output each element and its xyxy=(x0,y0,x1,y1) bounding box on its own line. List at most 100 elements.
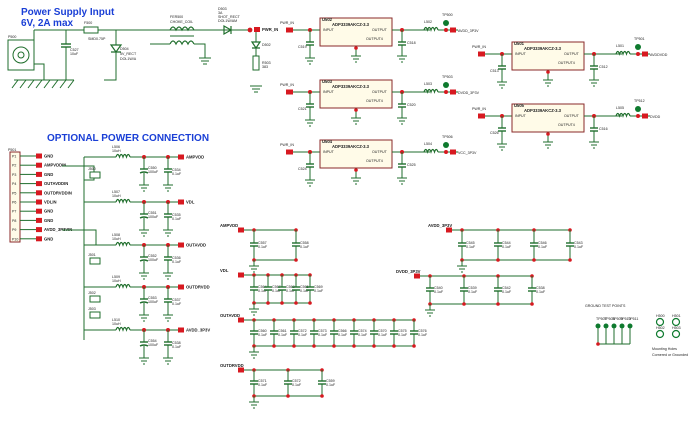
r503-resistor xyxy=(252,55,260,71)
bank-gnd-node xyxy=(496,302,500,306)
reg-in-net: PWR_IN xyxy=(280,83,294,87)
opt-bulk-ground xyxy=(139,229,149,237)
reg-tp-node xyxy=(444,150,448,154)
jumper xyxy=(89,257,101,265)
r503-value: 383 xyxy=(262,65,268,69)
reg-gnd-node xyxy=(354,168,358,172)
opt-bulk-value: 100uF xyxy=(148,170,159,174)
reg-pin-out: OUTPUT xyxy=(372,28,388,32)
reg-inductor-ref: L501 xyxy=(616,44,624,48)
reg-test-point xyxy=(443,20,449,26)
jumper-ref: J500 xyxy=(88,167,96,171)
opt-cer-ground xyxy=(163,184,173,192)
bank-cap-ref: C561 xyxy=(278,329,287,333)
bank-cap-value: 0.1uF xyxy=(536,290,546,294)
opt-bulk-cap-plate-b xyxy=(139,259,149,262)
bank-gnd-node xyxy=(568,258,572,262)
bank-flag xyxy=(414,273,420,279)
reg-ref: U505 xyxy=(514,103,525,108)
bank-cap-ref: C572 xyxy=(292,379,301,383)
opt-inductor-ref: L509 xyxy=(112,275,120,279)
led-ground xyxy=(250,85,262,93)
bank-cap-value: 0.1uF xyxy=(466,245,476,249)
reg-pin-out: OUTPUT xyxy=(564,52,580,56)
opt-out-net: AVDD_3P3V xyxy=(186,328,210,333)
connector-pin-flag xyxy=(36,208,42,214)
reg-cout-ref: C520 xyxy=(407,103,416,107)
reg-part: ADP3339AKCZ-3.3 xyxy=(524,108,562,113)
jack-ref: P500 xyxy=(8,35,16,39)
reg-ref: U503 xyxy=(322,79,333,84)
power-input-spec: 6V, 2A max xyxy=(21,18,74,29)
reg-in-flag xyxy=(286,149,293,155)
bank-ground xyxy=(249,401,259,409)
reg-out-net: VCC_3P3V xyxy=(458,151,477,155)
bank-cap-value: 0.1uF xyxy=(286,289,296,293)
bank-gnd-node xyxy=(392,344,396,348)
bank-cap-ref: C543 xyxy=(574,241,583,245)
fuse-f500 xyxy=(83,26,99,34)
jumper-ref: J503 xyxy=(88,307,96,311)
connector-pin-flag xyxy=(36,162,42,168)
bank-cap-value: 0.1uF xyxy=(258,383,268,387)
mounting-hole-ref: H502 xyxy=(656,326,665,330)
reg-inductor-ref: L504 xyxy=(424,142,432,146)
opt-bulk-value: 100uF xyxy=(148,258,159,262)
d504-type: 5V_RECT xyxy=(120,52,137,56)
opt-cer-value: 0.1uF xyxy=(172,217,182,221)
reg-pin-in: INPUT xyxy=(323,90,335,94)
reg-ref: U501 xyxy=(514,41,525,46)
gtp-ref: TP509 xyxy=(612,317,623,321)
jumper xyxy=(89,295,101,303)
bypass-capacitor-banks: AMPVDDC5570.1uFC5580.1uFVDLC5640.1uFC567… xyxy=(220,223,584,409)
reg-inductor-ref: L505 xyxy=(616,106,624,110)
bank-ground xyxy=(249,308,259,316)
bank-cap-ref: C544 xyxy=(502,241,511,245)
reg-out-net: DVDD xyxy=(650,115,661,119)
reg-inductor xyxy=(615,112,631,118)
opt-inductor-value: 10uH xyxy=(112,149,121,153)
bank-flag xyxy=(238,317,244,323)
bank-ground xyxy=(425,309,435,317)
reg-tp-ref: TP501 xyxy=(634,37,645,41)
opt-inductor xyxy=(115,153,131,159)
connector-pin-number: P2 xyxy=(12,164,16,168)
gtp-note: GROUND TEST POINTS xyxy=(585,304,626,308)
reg-ref: U502 xyxy=(322,17,333,22)
d503-type: SHOT_RECT xyxy=(218,15,241,19)
bank-cap-ref: C567 xyxy=(272,285,281,289)
opt-cer-ground xyxy=(163,314,173,322)
connector-pin-number: P9 xyxy=(12,228,16,232)
opt-bulk-cap-plate-b xyxy=(139,216,149,219)
pwr-in-flag xyxy=(254,27,260,32)
mounting-hole-ref: H500 xyxy=(656,314,665,318)
opt-inductor xyxy=(115,326,131,332)
reg-ic-body xyxy=(319,139,393,169)
opt-out-flag xyxy=(178,242,184,248)
reg-cin-ref: C513 xyxy=(490,69,499,73)
f500-ref: F500 xyxy=(84,21,92,25)
opt-out-flag xyxy=(178,154,184,160)
opt-inductor xyxy=(115,198,131,204)
reg-cout-ref: C518 xyxy=(407,41,416,45)
reg-pin-in: INPUT xyxy=(515,52,527,56)
opt-inductor-ref: L510 xyxy=(112,318,120,322)
bank-net: VDL xyxy=(220,268,229,273)
bank-cap-ref: C560 xyxy=(258,329,267,333)
d504-gnd-wire xyxy=(104,52,117,81)
bank-cap-value: 0.1uF xyxy=(418,333,428,337)
gtp-ref: TP507 xyxy=(596,317,607,321)
connector-pin-flag xyxy=(36,171,42,177)
pwr-in-label: PWR_IN xyxy=(262,27,278,32)
reg-in-flag xyxy=(286,89,293,95)
bank-cap-ref: C576 xyxy=(418,329,427,333)
reg-cin-ref: C519 xyxy=(298,45,307,49)
d503-current: 3A xyxy=(218,11,223,15)
bank-cap-ref: C566 xyxy=(338,329,347,333)
reg-test-point xyxy=(635,106,641,112)
bank-gnd-node xyxy=(292,344,296,348)
mounting-hole xyxy=(671,317,681,327)
